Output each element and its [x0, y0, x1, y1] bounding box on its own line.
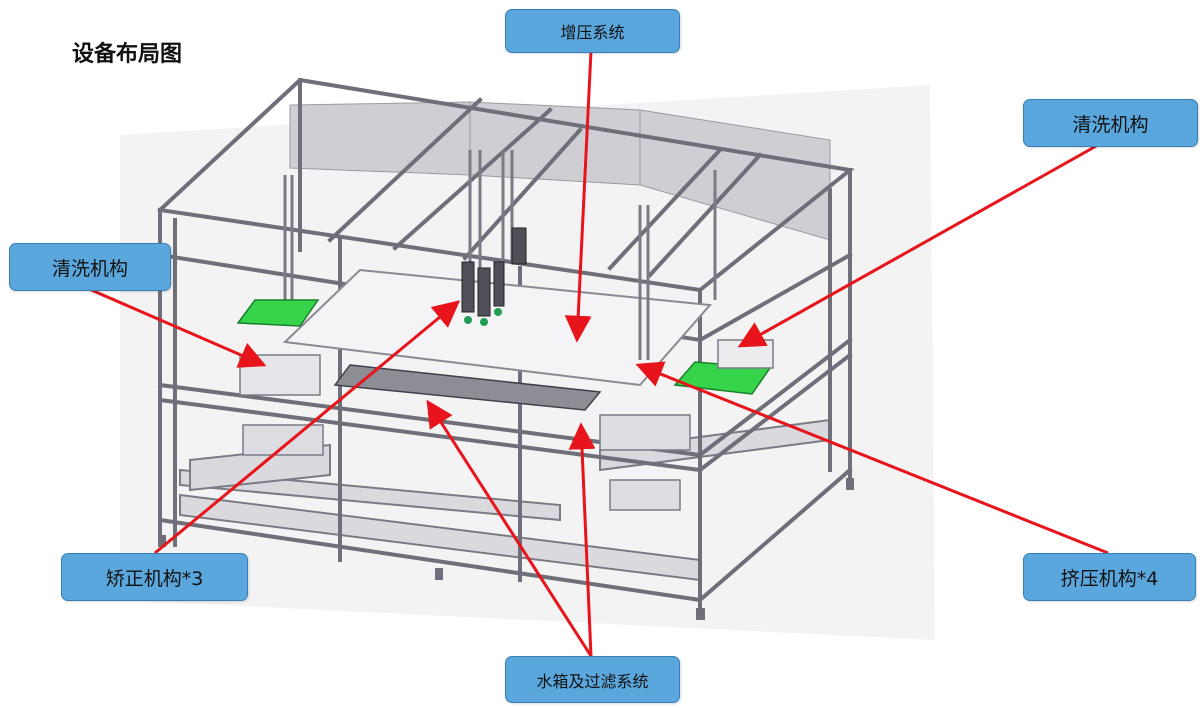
callout-alignment: 矫正机构*3: [61, 553, 248, 601]
left-conveyor: [236, 299, 320, 327]
callout-wash-right: 清洗机构: [1023, 99, 1198, 147]
central-platform: [282, 268, 713, 387]
callout-water-tank: 水箱及过滤系统: [505, 656, 680, 703]
chain-conveyor: [333, 364, 602, 411]
arrow-wash-right: [737, 143, 1099, 348]
arrow-tank-b: [568, 422, 596, 657]
squeeze-modules: [242, 414, 691, 511]
arrow-boost: [564, 50, 593, 343]
boost-heads: [461, 227, 527, 317]
arrow-wash-left: [88, 287, 267, 368]
arrow-press: [635, 361, 1109, 555]
callout-wash-left: 清洗机构: [9, 243, 171, 291]
page-title: 设备布局图: [72, 42, 183, 67]
arrow-align: [154, 300, 461, 555]
callout-arrows: [88, 50, 1109, 657]
arrow-tank-a: [426, 399, 593, 657]
callout-boost-system: 增压系统: [505, 9, 680, 53]
head-nozzles: [464, 308, 502, 326]
feet: [158, 478, 854, 620]
callout-squeeze: 挤压机构*4: [1023, 553, 1196, 601]
frame: [157, 77, 855, 612]
